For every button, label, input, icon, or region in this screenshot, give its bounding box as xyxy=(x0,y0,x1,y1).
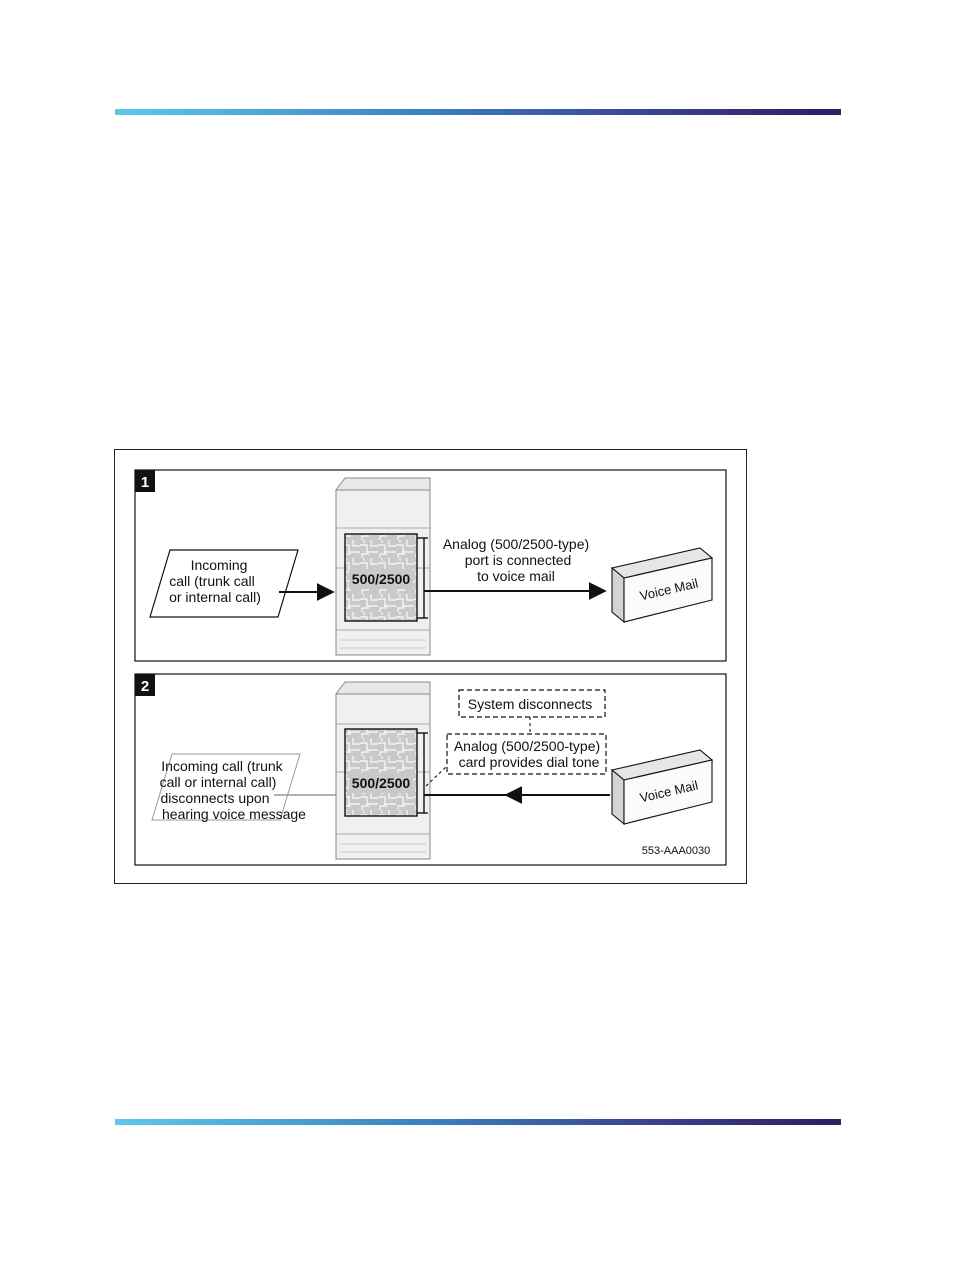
dial-tone-line-1: Analog (500/2500-type) xyxy=(454,738,600,754)
panel-1-incoming-line-1: Incoming xyxy=(191,557,248,573)
panel-2-incoming-line-3: disconnects upon xyxy=(161,790,270,806)
panel-1-analog-line-1: Analog (500/2500-type) xyxy=(443,536,589,552)
panel-2-incoming-line-2: call or internal call) xyxy=(160,774,277,790)
panel-2-line-card xyxy=(344,728,418,817)
panel-1-card-label: 500/2500 xyxy=(352,571,411,587)
panel-2-incoming-line-1: Incoming call (trunk xyxy=(161,758,283,774)
panel-2-number: 2 xyxy=(141,678,149,695)
footer-color-band xyxy=(115,1119,841,1125)
panel-2-card-label: 500/2500 xyxy=(352,775,411,791)
panel-1-voice-mail-unit xyxy=(610,547,714,624)
dial-tone-line-2: card provides dial tone xyxy=(459,754,600,770)
panel-2-incoming-call-shape xyxy=(151,753,301,821)
panel-1-analog-line-2: port is connected xyxy=(465,552,572,568)
header-color-band xyxy=(115,109,841,115)
panel-1-incoming-line-2: call (trunk call xyxy=(169,573,255,589)
dial-tone-callout xyxy=(446,733,607,775)
panel-1: 1 Incoming call (trunk call or internal … xyxy=(134,469,727,662)
panel-1-card-label-bg xyxy=(349,569,413,589)
panel-1-incoming-call-shape xyxy=(149,549,299,618)
panel-2-card-label-bg xyxy=(349,773,413,793)
panel-2-border xyxy=(134,673,727,866)
panel-1-incoming-line-3: or internal call) xyxy=(169,589,261,605)
figure-id: 553-AAA0030 xyxy=(642,845,711,857)
system-disconnects-callout xyxy=(458,689,606,718)
panel-1-number-badge xyxy=(135,470,155,492)
panel-2-incoming-line-4: hearing voice message xyxy=(162,806,306,822)
panel-1-border xyxy=(134,469,727,662)
system-disconnects-text: System disconnects xyxy=(468,696,593,712)
panel-1-analog-line-3: to voice mail xyxy=(477,568,555,584)
panel-2-number-badge xyxy=(135,674,155,696)
dial-tone-pointer xyxy=(425,765,448,787)
panel-2-voice-mail-unit xyxy=(610,749,714,826)
panel-2: 2 Incoming call (trunk call or internal … xyxy=(134,673,727,866)
figure-frame xyxy=(114,449,747,884)
panel-1-number: 1 xyxy=(141,474,149,491)
